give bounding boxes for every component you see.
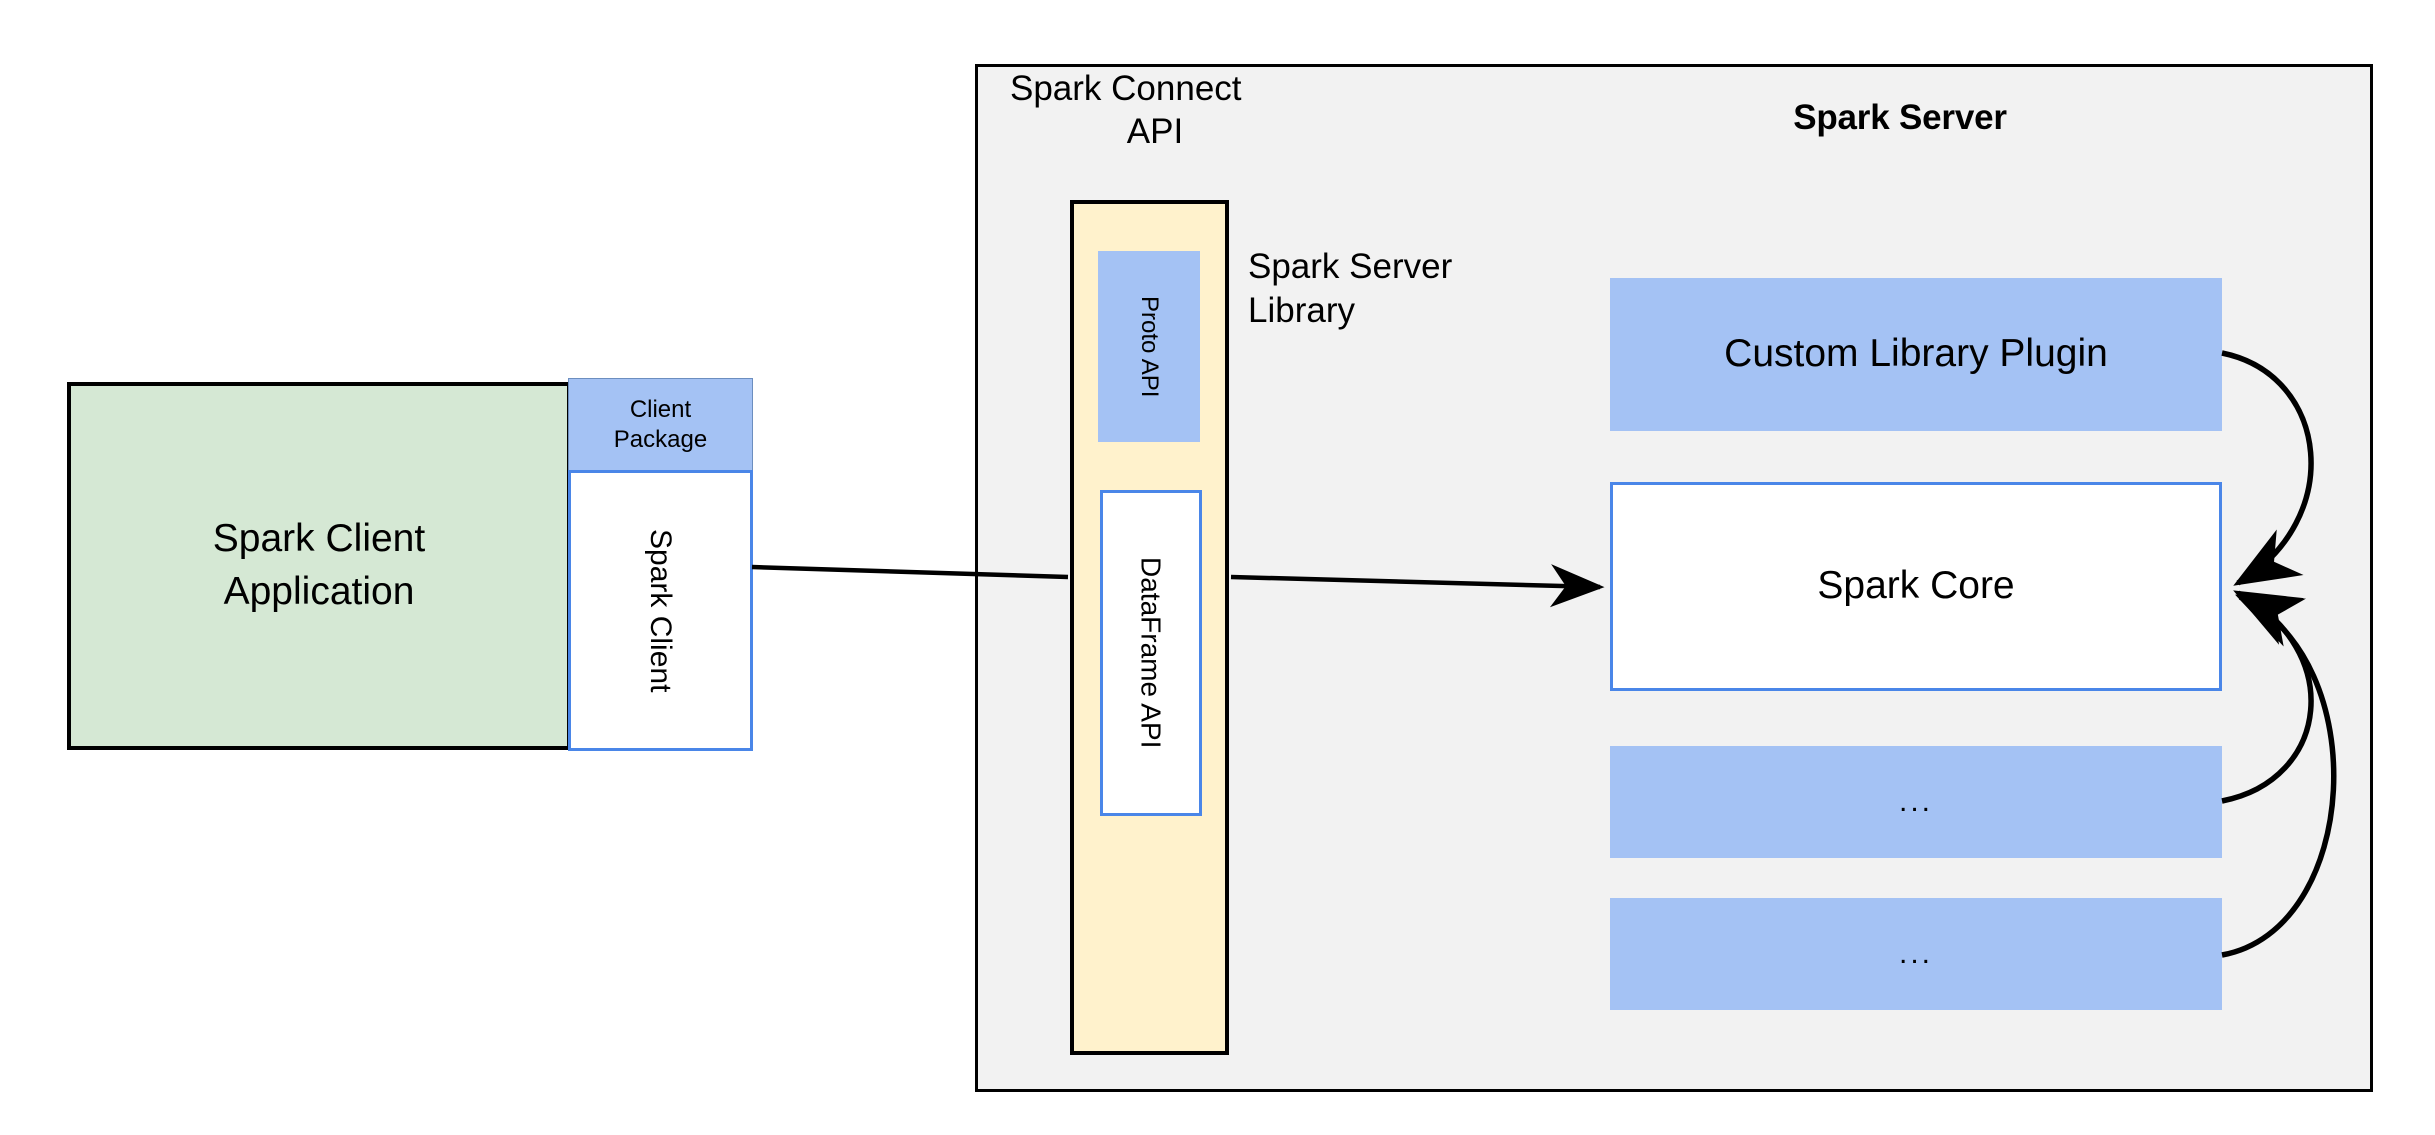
spark-client-application-line2: Application (223, 570, 415, 613)
spark-server-library-label: Spark Server Library (1248, 245, 1548, 339)
client-package-line1: Client (629, 395, 692, 423)
client-package-box[interactable]: Client Package (568, 378, 753, 471)
spark-core-label: Spark Core (1817, 564, 2015, 608)
spark-client-label: Spark Client (644, 528, 678, 693)
spark-connect-api-label-line1: Spark Connect (1010, 69, 1242, 108)
custom-library-plugin-box[interactable]: Custom Library Plugin (1610, 278, 2222, 431)
spark-server-library-line1: Spark Server (1248, 247, 1453, 286)
spark-client-application-box[interactable]: Spark Client Application (67, 382, 571, 750)
spark-client-application-line1: Spark Client (212, 517, 426, 561)
ellipsis-box-1[interactable]: ... (1610, 746, 2222, 858)
ellipsis-box-1-label: ... (1898, 785, 1933, 819)
spark-core-box[interactable]: Spark Core (1610, 482, 2222, 691)
dataframe-api-box[interactable]: DataFrame API (1100, 490, 1202, 816)
spark-client-box[interactable]: Spark Client (568, 470, 753, 751)
proto-api-label: Proto API (1136, 295, 1164, 398)
client-package-line2: Package (613, 425, 708, 453)
spark-connect-api-label-line2: API (1126, 111, 1184, 151)
ellipsis-box-2-label: ... (1898, 937, 1933, 971)
spark-connect-api-label: Spark Connect API (1010, 68, 1300, 158)
proto-api-box[interactable]: Proto API (1098, 251, 1200, 442)
dataframe-api-label: DataFrame API (1135, 557, 1167, 749)
spark-server-library-line2: Library (1248, 290, 1355, 330)
ellipsis-box-2[interactable]: ... (1610, 898, 2222, 1010)
spark-server-title: Spark Server (1793, 98, 2007, 138)
custom-library-plugin-label: Custom Library Plugin (1724, 332, 2108, 376)
